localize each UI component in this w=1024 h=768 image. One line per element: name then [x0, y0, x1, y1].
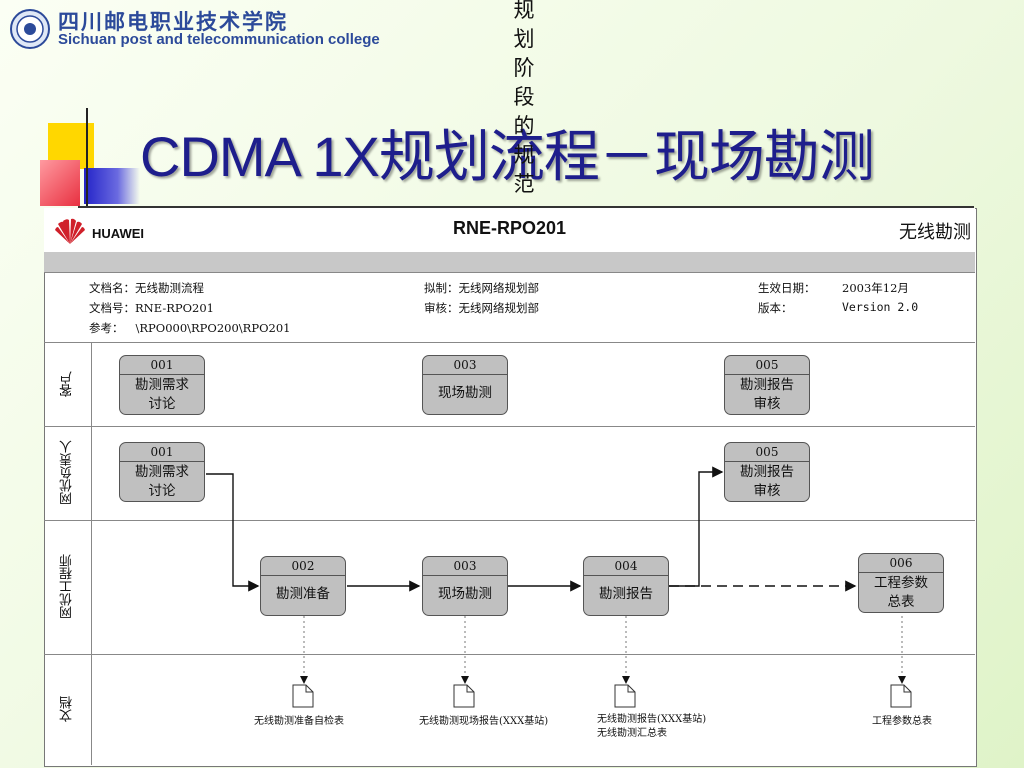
- lane-label-column-divider: [91, 342, 92, 765]
- slide-title: CDMA 1X规划流程－现场勘测: [140, 125, 875, 188]
- lane-divider: [44, 520, 975, 521]
- document-icon: [890, 684, 912, 708]
- meta-version: Version 2.0: [842, 300, 919, 314]
- deco-vertical-line: [86, 108, 88, 208]
- process-box-004-engineer: 004 勘测报告: [583, 556, 669, 616]
- college-seal-icon: [10, 9, 50, 49]
- document-header: HUAWEI RNE-RPO201 无线勘测: [44, 208, 975, 253]
- lane-divider: [44, 426, 975, 427]
- document-icon: [292, 684, 314, 708]
- doc-label-prep-checklist: 无线勘测准备自检表: [254, 716, 344, 727]
- meta-effective-label: 生效日期：: [758, 281, 816, 295]
- deco-red-square: [40, 160, 80, 206]
- college-name-cn: 四川邮电职业技术学院: [58, 9, 288, 34]
- process-box-005-lead: 005 勘测报告审核: [724, 442, 810, 502]
- lane-divider: [44, 654, 975, 655]
- process-box-006-engineer: 006 工程参数总表: [858, 553, 944, 613]
- vertical-overlay-text: 规划阶段的规范: [513, 0, 535, 196]
- doc-label-survey-summary: 无线勘测汇总表: [597, 728, 667, 739]
- meta-reference: 参考：\RPO000\RPO200\RPO201: [89, 321, 291, 335]
- header-gray-band: [44, 252, 975, 273]
- meta-doc-no: 文档号：RNE-RPO201: [89, 301, 214, 315]
- huawei-brand: HUAWEI: [92, 226, 144, 241]
- document-code: RNE-RPO201: [452, 218, 567, 238]
- deco-horizontal-line: [78, 206, 974, 208]
- process-box-003-customer: 003 现场勘测: [422, 355, 508, 415]
- doc-label-site-report: 无线勘测现场报告(XXX基站): [419, 716, 549, 727]
- meta-reviewer: 审核：无线网络规划部: [424, 301, 539, 315]
- meta-doc-name: 文档名：无线勘测流程: [89, 281, 204, 295]
- process-box-005-customer: 005 勘测报告审核: [724, 355, 810, 415]
- document-icon: [453, 684, 475, 708]
- process-box-002-engineer: 002 勘测准备: [260, 556, 346, 616]
- doc-label-engineering-params: 工程参数总表: [872, 716, 932, 727]
- lane-divider: [44, 342, 975, 343]
- huawei-logo-icon: [55, 218, 85, 244]
- doc-label-survey-report: 无线勘测报告(XXX基站): [597, 714, 707, 725]
- college-name-en: Sichuan post and telecommunication colle…: [58, 31, 380, 48]
- document-icon: [614, 684, 636, 708]
- meta-drafter: 拟制：无线网络规划部: [424, 281, 539, 295]
- process-box-001-lead: 001 勘测需求讨论: [119, 442, 205, 502]
- deco-blue-square: [84, 168, 140, 204]
- meta-version-label: 版本：: [758, 301, 793, 315]
- document-type-title: 无线勘测: [899, 222, 971, 243]
- process-box-003-engineer: 003 现场勘测: [422, 556, 508, 616]
- meta-effective-date: 2003年12月: [842, 281, 909, 295]
- process-box-001-customer: 001 勘测需求讨论: [119, 355, 205, 415]
